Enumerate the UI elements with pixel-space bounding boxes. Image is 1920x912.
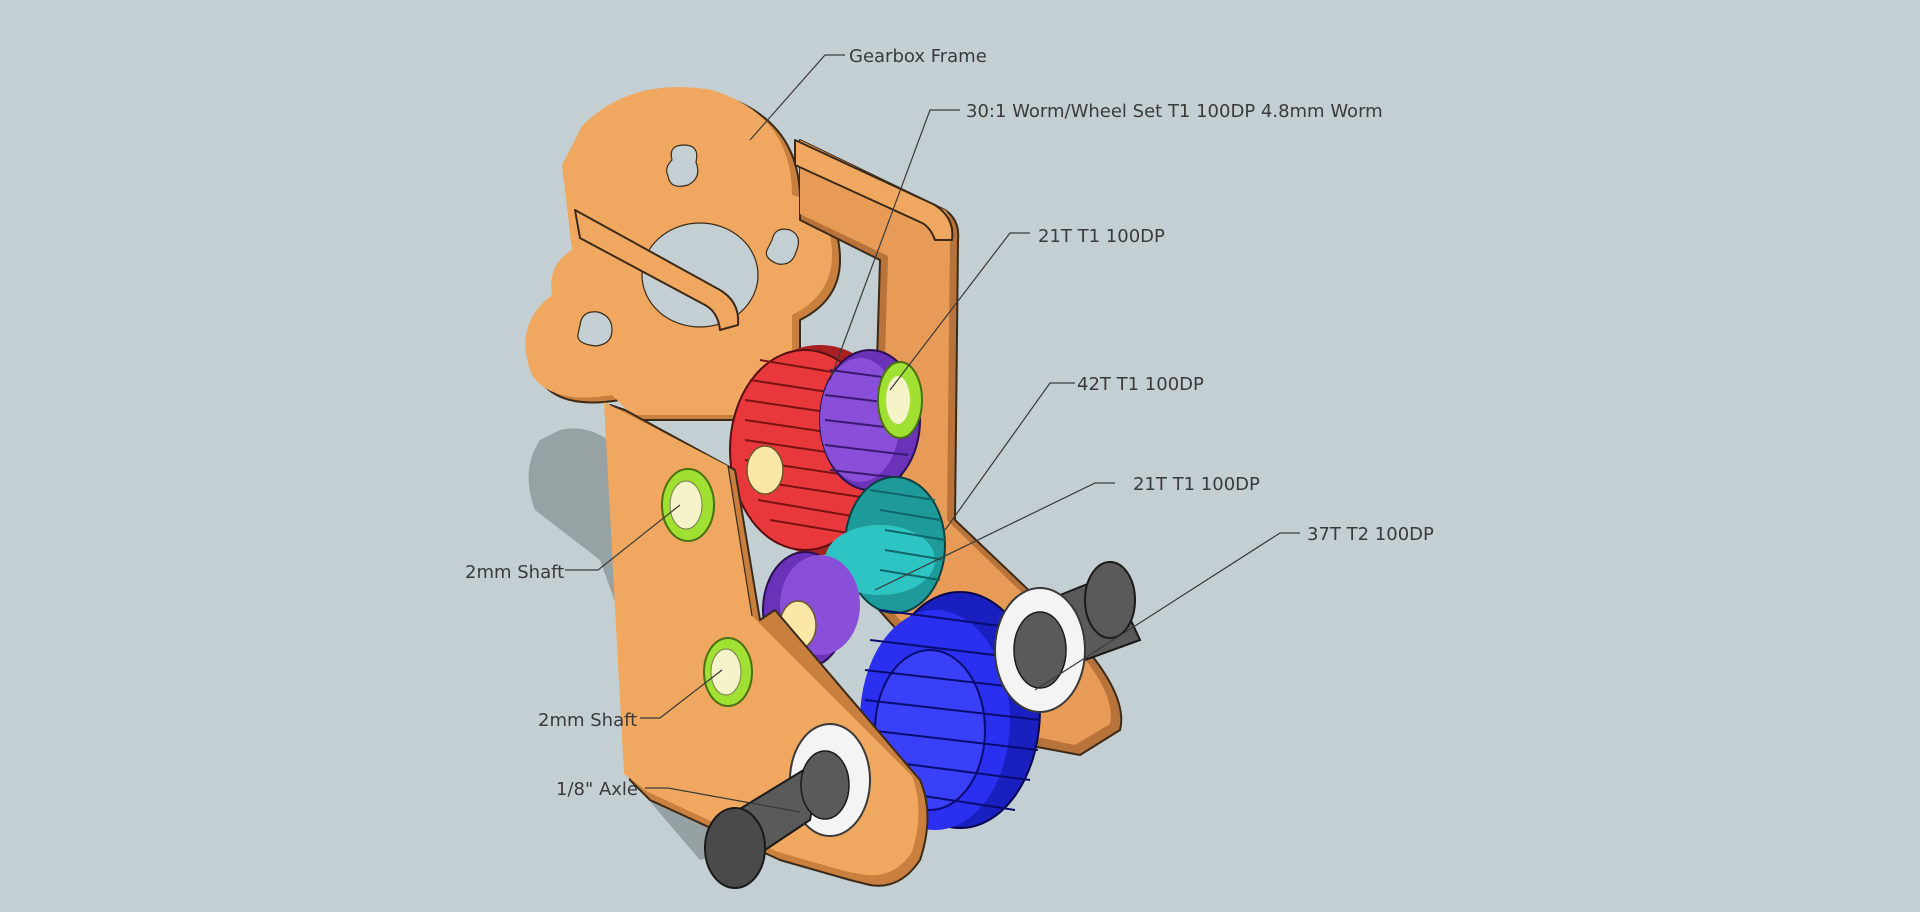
mount-slot-left — [577, 311, 613, 347]
label-gear-42t: 42T T1 100DP — [1077, 374, 1204, 395]
label-gear-37t: 37T T2 100DP — [1307, 524, 1434, 545]
leader-42t — [944, 382, 1075, 531]
leader-21t-mid — [874, 482, 1115, 591]
label-axle: 1/8" Axle — [556, 779, 638, 800]
leader-shaft-upper — [565, 504, 681, 571]
label-shaft-lower: 2mm Shaft — [538, 710, 637, 731]
leader-axle — [645, 787, 801, 813]
axle-right-stub — [994, 561, 1142, 713]
mount-slot-top — [666, 144, 699, 187]
gearbox-frame-top-rail — [574, 139, 954, 331]
label-gear-21t-mid: 21T T1 100DP — [1133, 474, 1260, 495]
label-shaft-upper: 2mm Shaft — [465, 562, 564, 583]
leader-gearbox-frame — [749, 54, 845, 141]
leader-21t-top — [889, 232, 1030, 391]
axle-front — [704, 723, 871, 889]
label-gearbox-frame: Gearbox Frame — [849, 46, 987, 67]
shaft-bushing-lower-left — [703, 637, 753, 707]
label-worm-wheel: 30:1 Worm/Wheel Set T1 100DP 4.8mm Worm — [966, 101, 1383, 122]
leader-worm-wheel — [829, 109, 960, 381]
label-gear-21t-top: 21T T1 100DP — [1038, 226, 1165, 247]
leader-shaft-lower — [640, 669, 723, 719]
mount-slot-right — [765, 228, 800, 265]
shaft-bushing-upper-right — [877, 361, 923, 439]
callout-labels: Gearbox Frame 30:1 Worm/Wheel Set T1 100… — [465, 46, 1434, 800]
gear-42t — [825, 476, 946, 614]
shaft-bushing-upper-left — [661, 468, 715, 542]
leader-lines — [565, 54, 1300, 813]
gearbox-frame-back-plate — [525, 86, 841, 421]
leader-37t — [1034, 532, 1300, 691]
